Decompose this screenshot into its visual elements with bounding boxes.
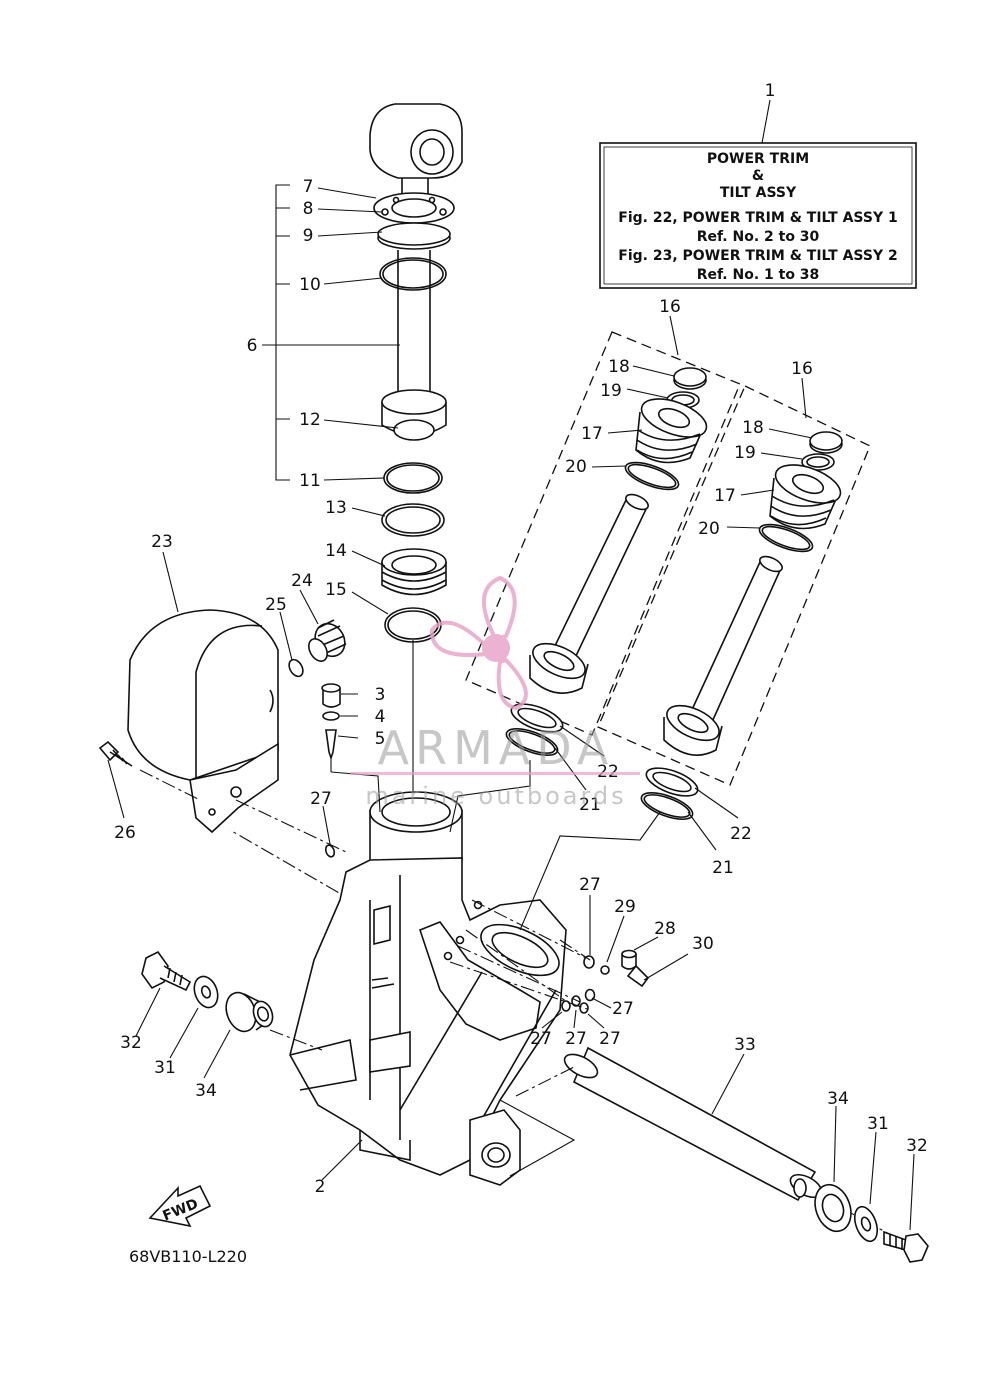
callout-23: 23 [151, 532, 173, 552]
bracket-6 [275, 184, 290, 481]
pivot-shaft-33 [563, 1046, 823, 1202]
info-box-ref2: Fig. 23, POWER TRIM & TILT ASSY 2 [618, 248, 897, 264]
trim-cylinder-kit-left [465, 331, 741, 736]
callout-25: 25 [265, 595, 287, 615]
bushing-34-right [814, 1183, 852, 1233]
piston-rod [397, 250, 431, 400]
bolt-32-left [141, 950, 192, 992]
callout-32-right: 32 [906, 1136, 928, 1156]
callout-11: 11 [299, 471, 321, 491]
info-box-title-1: POWER TRIM [707, 151, 809, 167]
callout-32-left: 32 [120, 1033, 142, 1053]
callout-31-right: 31 [867, 1114, 889, 1134]
callout-13: 13 [325, 498, 347, 518]
callout-16-right: 16 [791, 359, 813, 379]
callout-3: 3 [375, 685, 386, 705]
bolt-32-right [883, 1230, 929, 1263]
washer-31-right [853, 1205, 879, 1243]
leader-lines [107, 187, 915, 1231]
info-box: POWER TRIM & TILT ASSY Fig. 22, POWER TR… [599, 142, 917, 289]
callout-27-c: 27 [612, 999, 634, 1019]
callout-30: 30 [692, 934, 714, 954]
propeller-logo-icon [429, 575, 528, 711]
bushing-34-left [225, 991, 274, 1033]
callout-17-left: 17 [581, 424, 603, 444]
info-box-inner-frame [603, 146, 913, 285]
callout-27-d: 27 [530, 1029, 552, 1049]
diagram-code: 68VB110-L220 [129, 1247, 247, 1266]
callout-28: 28 [654, 919, 676, 939]
callout-27-a: 27 [310, 789, 332, 809]
callout-9: 9 [303, 226, 314, 246]
callout-34-left: 34 [195, 1081, 217, 1101]
callout-19-right: 19 [734, 443, 756, 463]
callout-18-left: 18 [608, 357, 630, 377]
info-box-frame [599, 142, 917, 289]
callout-1: 1 [765, 81, 776, 101]
callout-27-f: 27 [599, 1029, 621, 1049]
callout-27-b: 27 [579, 875, 601, 895]
callout-16-left: 16 [659, 297, 681, 317]
watermark-tagline: marine outboards [365, 782, 626, 810]
callout-labels: 1 2 3 4 5 6 7 8 9 10 11 12 13 14 15 16 1… [114, 81, 928, 1197]
info-box-ref1: Fig. 22, POWER TRIM & TILT ASSY 1 [618, 210, 897, 226]
callout-18-right: 18 [742, 418, 764, 438]
callout-21-right: 21 [712, 858, 734, 878]
fwd-arrow-icon: FWD [148, 1184, 212, 1228]
callout-20-right: 20 [698, 519, 720, 539]
info-box-ref2-nums: Ref. No. 1 to 38 [697, 267, 820, 283]
watermark-brand: ARMADA [378, 721, 615, 775]
main-bracket-body-2 [289, 791, 567, 1186]
info-box-title-2: & [752, 168, 764, 184]
callout-14: 14 [325, 541, 347, 561]
callout-15: 15 [325, 580, 347, 600]
watermark-underline [350, 772, 640, 775]
callout-19-left: 19 [600, 381, 622, 401]
o-ring-10 [379, 257, 447, 291]
callout-29: 29 [614, 897, 636, 917]
callout-8: 8 [303, 199, 314, 219]
o-ring-25 [288, 658, 304, 678]
callout-27-e: 27 [565, 1029, 587, 1049]
callout-5: 5 [375, 729, 386, 749]
o-rings-27 [324, 844, 596, 1014]
callout-34-right: 34 [827, 1089, 849, 1109]
tilt-cylinder-group [275, 103, 463, 800]
callout-26: 26 [114, 823, 136, 843]
filter-24 [308, 619, 347, 662]
trim-cylinder-kit-right [597, 385, 871, 786]
reservoir-23 [127, 609, 279, 834]
callout-21-left: 21 [579, 795, 601, 815]
ring-13 [381, 503, 445, 537]
valve-parts-3-5 [321, 683, 341, 772]
callout-31-left: 31 [154, 1058, 176, 1078]
callout-20-left: 20 [565, 457, 587, 477]
watermark: ARMADA marine outboards [350, 575, 640, 810]
bolt-26 [98, 740, 133, 767]
callout-10: 10 [299, 275, 321, 295]
callout-6: 6 [247, 336, 258, 356]
info-box-ref1-nums: Ref. No. 2 to 30 [697, 229, 820, 245]
o-ring-11 [383, 462, 443, 494]
info-box-title-3: TILT ASSY [720, 185, 797, 201]
callout-12: 12 [299, 410, 321, 430]
ball-29 [600, 965, 610, 975]
callout-7: 7 [303, 177, 314, 197]
callout-2: 2 [315, 1177, 326, 1197]
callout-4: 4 [375, 707, 386, 727]
callout-33: 33 [734, 1035, 756, 1055]
callout-17-right: 17 [714, 486, 736, 506]
washer-31-left [193, 975, 219, 1009]
callout-22-right: 22 [730, 824, 752, 844]
callout-24: 24 [291, 571, 313, 591]
